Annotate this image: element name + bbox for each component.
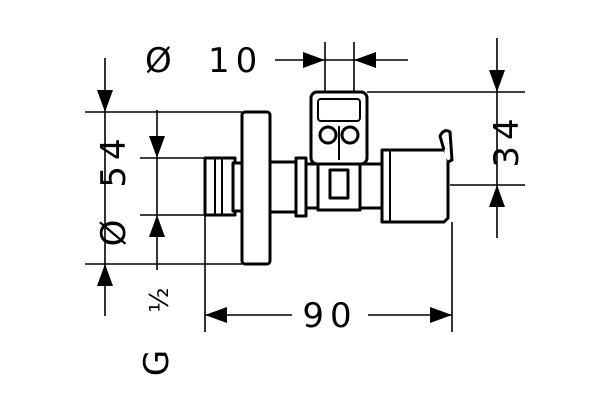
flange	[240, 110, 272, 266]
dimension-value: 10	[208, 41, 263, 81]
diameter-symbol: Ø	[145, 41, 178, 81]
dimension-spindle-diameter: Ø 10	[145, 41, 408, 92]
arrow-head	[303, 52, 325, 68]
spindle-cap	[317, 98, 361, 122]
dimension-length: 90	[204, 215, 453, 336]
arrow-head	[489, 70, 505, 92]
valve-body	[203, 90, 454, 266]
arrow-head	[205, 307, 227, 323]
arrow-head	[97, 264, 113, 286]
outlet-lever	[438, 129, 454, 164]
dimension-thread: ½ G	[137, 110, 205, 376]
neck	[268, 160, 300, 214]
dimension-flange-diameter: 54 Ø	[85, 58, 242, 316]
arrow-head	[97, 90, 113, 112]
diameter-symbol: Ø	[94, 214, 134, 247]
dimension-value: 90	[302, 296, 357, 336]
lower-stem	[328, 168, 350, 200]
arrow-head	[430, 307, 452, 323]
thread-prefix: G	[137, 344, 177, 376]
spindle-hole	[340, 125, 360, 145]
thread-value: ½	[145, 287, 175, 312]
arrow-head	[149, 215, 165, 237]
dimension-value: 54	[94, 132, 134, 187]
arrow-head	[149, 136, 165, 158]
arrow-head	[354, 52, 376, 68]
threaded-inlet	[203, 156, 237, 217]
spindle-hole	[318, 125, 338, 145]
dimension-height: 34	[367, 38, 527, 238]
outlet-block	[380, 148, 450, 224]
arrow-head	[489, 185, 505, 207]
dimension-value: 34	[487, 112, 527, 167]
